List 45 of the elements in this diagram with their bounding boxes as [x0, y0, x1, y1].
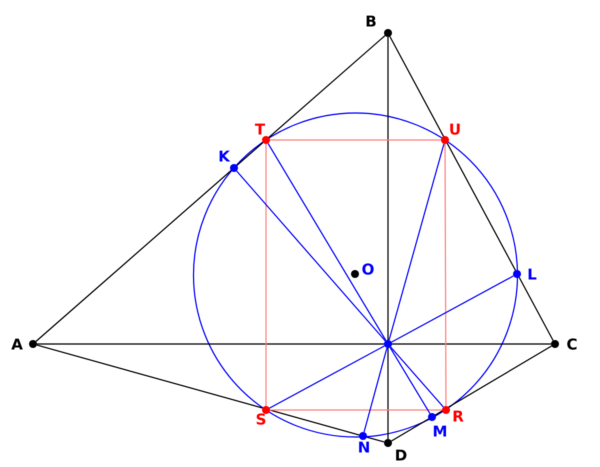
- line-segment: [389, 36, 554, 341]
- point-label: C: [566, 336, 578, 354]
- point-label: U: [448, 122, 462, 138]
- line-segment: [269, 345, 385, 409]
- point-label: S: [256, 412, 266, 428]
- point-dot: [262, 136, 270, 144]
- line-segment: [391, 346, 552, 442]
- point-label: O: [362, 262, 374, 278]
- line-segment: [390, 346, 444, 408]
- point-label: T: [254, 122, 266, 138]
- line-segment: [387, 37, 389, 439]
- point-dot: [551, 340, 559, 348]
- line-segment: [36, 35, 386, 342]
- point-dot: [442, 406, 450, 414]
- line-segment: [270, 409, 442, 411]
- point-label: K: [218, 148, 230, 166]
- point-label: D: [394, 448, 408, 464]
- line-segment: [36, 344, 384, 442]
- point-dot: [351, 270, 359, 278]
- line-segment: [265, 144, 267, 406]
- line-segment: [270, 139, 441, 141]
- point-dot: [359, 432, 367, 440]
- line-segment: [236, 170, 386, 342]
- line-segment: [363, 348, 388, 432]
- line-segment: [391, 275, 514, 343]
- point-label: M: [432, 424, 448, 440]
- point-label: R: [452, 408, 464, 426]
- point-dot: [428, 413, 436, 421]
- point-label: B: [365, 14, 377, 30]
- line-segment: [268, 143, 386, 341]
- line-segment: [444, 144, 447, 406]
- point-label: L: [527, 266, 537, 284]
- point-label: A: [11, 336, 23, 354]
- point-dot: [262, 406, 270, 414]
- point-dot: [384, 340, 392, 348]
- point-dot: [230, 164, 238, 172]
- point-label: N: [358, 440, 370, 456]
- point-dot: [384, 29, 392, 37]
- point-dot: [513, 270, 521, 278]
- line-segment: [37, 343, 551, 345]
- line-segment: [388, 144, 444, 340]
- point-dot: [29, 340, 37, 348]
- line-segment: [390, 347, 430, 414]
- point-dot: [441, 136, 449, 144]
- point-dot: [384, 439, 392, 447]
